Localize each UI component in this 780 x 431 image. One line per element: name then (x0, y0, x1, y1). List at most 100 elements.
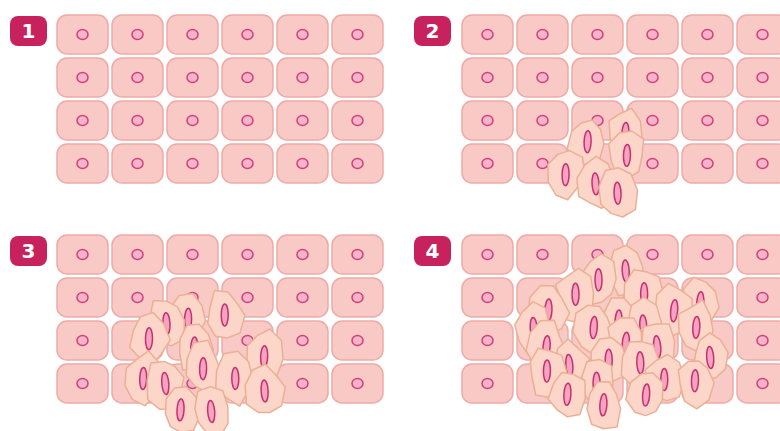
tumor-nucleus (145, 328, 152, 350)
cell-nucleus (352, 30, 363, 40)
normal-cell (627, 15, 678, 54)
callout-badge: 2 (414, 16, 451, 46)
tumor-nucleus (139, 367, 147, 389)
normal-cell (222, 58, 273, 97)
normal-cell (462, 144, 513, 183)
cell-nucleus (757, 116, 768, 126)
tumor-cluster (125, 290, 285, 431)
cell-nucleus (537, 30, 548, 40)
cell-nucleus (482, 336, 493, 346)
callout-badge: 1 (10, 16, 47, 46)
normal-cell (57, 278, 108, 317)
tumor-nucleus (691, 370, 699, 392)
cell-nucleus (702, 116, 713, 126)
normal-cell (332, 235, 383, 274)
cell-nucleus (702, 250, 713, 260)
cell-nucleus (757, 30, 768, 40)
tumor-cluster (515, 245, 728, 429)
normal-cell (737, 15, 780, 54)
tumor-nucleus (642, 384, 651, 406)
cell-nucleus (537, 250, 548, 260)
cell-nucleus (537, 73, 548, 83)
cell-nucleus (352, 293, 363, 303)
normal-cell (462, 364, 513, 403)
cell-nucleus (77, 159, 88, 169)
normal-cell (57, 144, 108, 183)
callout-number: 3 (22, 239, 36, 263)
callout-number: 4 (426, 239, 440, 263)
normal-cell (332, 144, 383, 183)
normal-cell (112, 15, 163, 54)
tumor-nucleus (199, 358, 206, 380)
tumor-nucleus (572, 283, 579, 305)
normal-cell (167, 144, 218, 183)
normal-cell (277, 15, 328, 54)
normal-cell (737, 321, 780, 360)
normal-cell (277, 235, 328, 274)
tumor-cell (208, 290, 245, 338)
cell-nucleus (352, 250, 363, 260)
cell-nucleus (647, 73, 658, 83)
normal-cell (737, 144, 780, 183)
cell-nucleus (482, 379, 493, 389)
tumor-nucleus (595, 269, 602, 291)
cell-nucleus (132, 73, 143, 83)
tumor-cell (245, 364, 285, 412)
cell-nucleus (297, 116, 308, 126)
normal-cell (222, 101, 273, 140)
tumor-nucleus (543, 360, 550, 382)
tumor-nucleus (232, 367, 239, 389)
cell-nucleus (482, 159, 493, 169)
normal-cell (462, 58, 513, 97)
cell-nucleus (297, 30, 308, 40)
cell-nucleus (537, 159, 548, 169)
cell-nucleus (297, 293, 308, 303)
normal-cell (517, 58, 568, 97)
cell-nucleus (702, 159, 713, 169)
cell-nucleus (187, 73, 198, 83)
normal-cell (627, 58, 678, 97)
normal-cell (332, 15, 383, 54)
cell-nucleus (297, 73, 308, 83)
normal-cell (57, 101, 108, 140)
cell-nucleus (482, 30, 493, 40)
normal-cell (277, 58, 328, 97)
cell-nucleus (132, 293, 143, 303)
cell-nucleus (242, 73, 253, 83)
cell-nucleus (77, 73, 88, 83)
cell-nucleus (592, 30, 603, 40)
normal-cell (277, 278, 328, 317)
cell-nucleus (592, 73, 603, 83)
cell-nucleus (132, 250, 143, 260)
normal-cell (332, 364, 383, 403)
tumor-cell (678, 361, 714, 409)
normal-cells (462, 15, 780, 183)
tumor-cell (587, 382, 621, 429)
cell-nucleus (132, 159, 143, 169)
normal-cell (277, 101, 328, 140)
tumor-nucleus (599, 394, 607, 416)
tumor-cell (195, 387, 228, 431)
cell-nucleus (647, 30, 658, 40)
tumor-cell (626, 373, 663, 416)
normal-cell (222, 144, 273, 183)
tumor-nucleus (670, 300, 679, 323)
cell-nucleus (757, 250, 768, 260)
cell-nucleus (297, 379, 308, 389)
cell-nucleus (482, 73, 493, 83)
cell-nucleus (297, 159, 308, 169)
normal-cell (462, 235, 513, 274)
cell-nucleus (702, 30, 713, 40)
cell-nucleus (647, 116, 658, 126)
normal-cell (277, 321, 328, 360)
cell-nucleus (352, 73, 363, 83)
normal-cell (737, 364, 780, 403)
normal-cell (332, 101, 383, 140)
callout-badge: 4 (414, 236, 451, 266)
normal-cell (332, 278, 383, 317)
cell-nucleus (187, 250, 198, 260)
cell-nucleus (352, 379, 363, 389)
tumor-nucleus (563, 383, 571, 405)
cell-nucleus (187, 116, 198, 126)
